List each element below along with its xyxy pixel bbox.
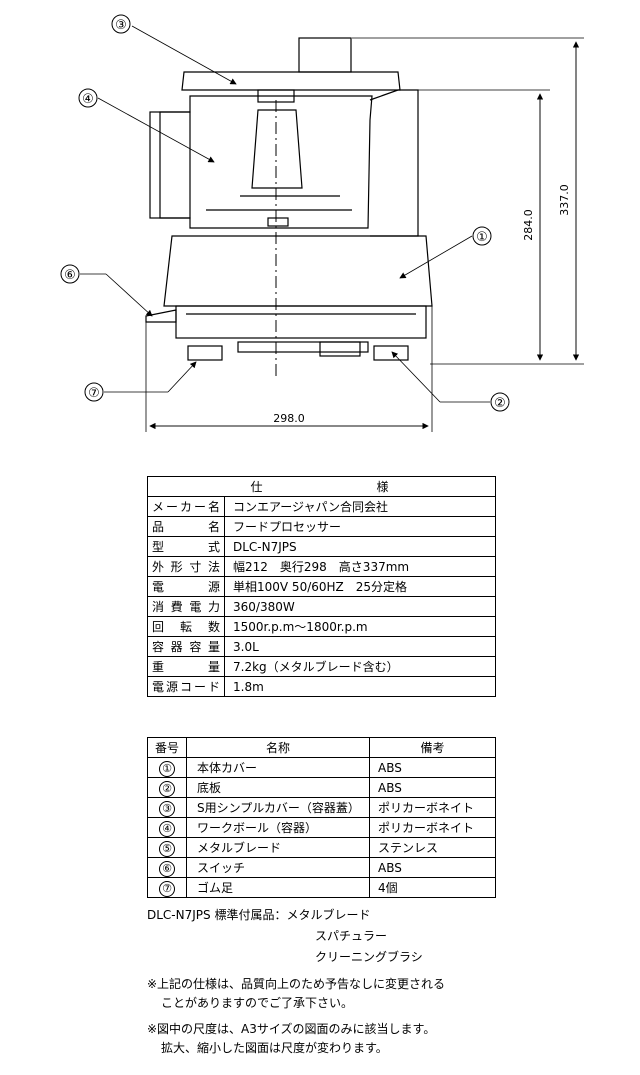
accessory-item: スパチュラー — [315, 929, 388, 943]
rubber-foot-right — [373, 345, 409, 361]
callout-4: ④ — [82, 92, 94, 107]
dim-height-body: 284.0 — [522, 209, 535, 241]
callout-1: ① — [476, 230, 488, 245]
spec-table-title: 仕 様 — [147, 476, 496, 497]
parts-header-note: 備考 — [369, 737, 496, 758]
dim-height-total: 337.0 — [558, 184, 571, 216]
callout-6: ⑥ — [64, 268, 76, 283]
table-row: 品 名フードプロセッサー — [147, 516, 496, 537]
note-scale: ※図中の尺度は、A3サイズの図面のみに該当します。 拡大、縮小した図面は尺度が変… — [147, 1022, 436, 1055]
feed-tube — [298, 37, 352, 73]
table-row: メーカー名コンエアージャパン合同会社 — [147, 496, 496, 517]
table-row: 電 源単相100V 50/60HZ 25分定格 — [147, 576, 496, 597]
accessory-item: メタルブレード — [286, 908, 371, 922]
callout-3: ③ — [115, 18, 127, 33]
table-row: 外形寸法幅212 奥行298 高さ337mm — [147, 556, 496, 577]
accessories-label: DLC-N7JPS 標準付属品： — [147, 908, 287, 922]
switch — [145, 309, 177, 323]
product-drawing: 298.0 337.0 284.0 ③ ④ ⑥ ⑦ ① ② — [60, 14, 584, 432]
work-bowl — [159, 95, 373, 229]
callout-2: ② — [494, 396, 506, 411]
note-spec-change: ※上記の仕様は、品質向上のため予告なしに変更される ことがありますのでご了承下さ… — [147, 977, 446, 1010]
lid — [181, 71, 401, 91]
accessory-item: クリーニングブラシ — [315, 950, 423, 964]
parts-header-number: 番号 — [147, 737, 187, 758]
rubber-foot-left — [187, 345, 223, 361]
parts-header-name: 名称 — [186, 737, 370, 758]
dim-width: 298.0 — [273, 412, 305, 425]
accessories: DLC-N7JPS 標準付属品：メタルブレード スパチュラー クリーニングブラシ — [147, 905, 423, 968]
callout-7: ⑦ — [88, 386, 100, 401]
body-cover — [163, 235, 433, 307]
